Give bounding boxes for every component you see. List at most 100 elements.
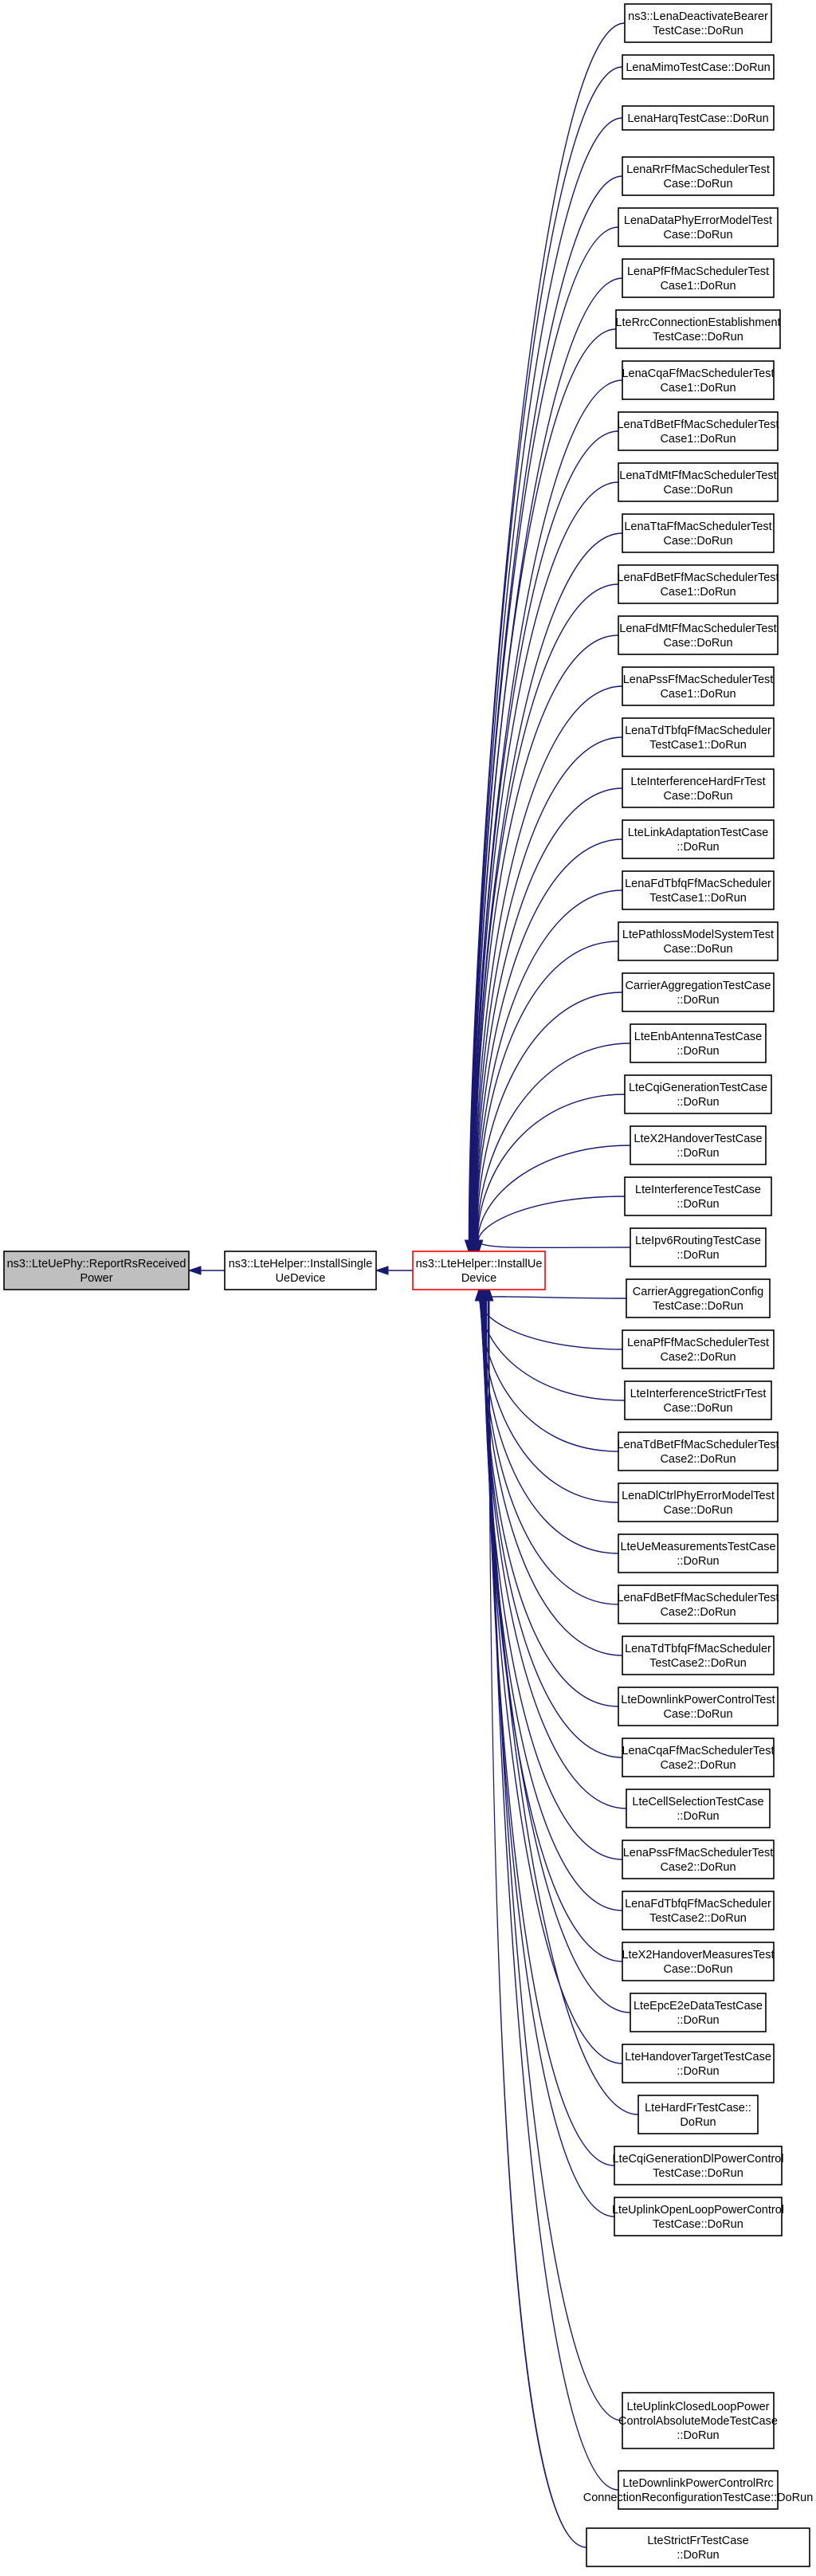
node-caller-42[interactable]: LteHardFrTestCase::DoRun xyxy=(638,2095,759,2134)
edge-caller-32 xyxy=(481,1299,619,1605)
node-caller-34-box xyxy=(618,1687,779,1726)
node-report-rs-received-power-box xyxy=(3,1251,190,1290)
node-caller-17[interactable]: LteLinkAdaptationTestCase::DoRun xyxy=(622,819,775,859)
node-caller-30-box xyxy=(618,1482,779,1522)
node-caller-41-label-line-1: LteHandoverTargetTestCase xyxy=(625,2051,771,2064)
edge-caller-43 xyxy=(485,1299,615,2166)
node-caller-45-label-line-1: LteUplinkClosedLoopPower xyxy=(627,2401,770,2413)
edge-caller-22 xyxy=(477,1094,626,1242)
node-caller-24[interactable]: LteInterferenceTestCase::DoRun xyxy=(624,1176,772,1216)
node-caller-45[interactable]: LteUplinkClosedLoopPowerControlAbsoluteM… xyxy=(618,2392,778,2449)
node-caller-36[interactable]: LteCellSelectionTestCase::DoRun xyxy=(626,1789,771,1828)
node-caller-25[interactable]: LteIpv6RoutingTestCase::DoRun xyxy=(630,1227,767,1267)
node-caller-32-label-line-1: LenaFdBetFfMacSchedulerTest xyxy=(617,1592,779,1604)
node-caller-23[interactable]: LteX2HandoverTestCase::DoRun xyxy=(630,1125,767,1165)
node-caller-46[interactable]: LteDownlinkPowerControlRrcConnectionReco… xyxy=(583,2470,814,2510)
node-caller-35-box xyxy=(622,1738,775,1777)
node-caller-7-label-line-2: TestCase::DoRun xyxy=(653,331,743,344)
edge-caller-27 xyxy=(479,1299,623,1350)
node-caller-24-box xyxy=(624,1176,772,1216)
node-caller-39-box xyxy=(622,1942,775,1981)
node-caller-11-label-line-1: LenaTtaFfMacSchedulerTest xyxy=(624,520,771,533)
node-caller-13-label-line-1: LenaFdMtFfMacSchedulerTest xyxy=(619,622,776,635)
node-caller-43[interactable]: LteCqiGenerationDlPowerControlTestCase::… xyxy=(612,2146,784,2185)
node-caller-3-box xyxy=(622,105,775,131)
node-caller-27-label-line-1: LenaPfFfMacSchedulerTest xyxy=(627,1337,769,1349)
arrow-middle-to-root xyxy=(187,1266,202,1275)
node-caller-15-label-line-2: TestCase1::DoRun xyxy=(649,739,747,752)
node-caller-9-label-line-2: Case1::DoRun xyxy=(660,433,736,446)
node-caller-26-label-line-2: TestCase::DoRun xyxy=(653,1300,743,1313)
node-caller-20[interactable]: CarrierAggregationTestCase::DoRun xyxy=(622,972,775,1012)
node-caller-35-label-line-2: Case2::DoRun xyxy=(660,1759,736,1772)
node-caller-33-box xyxy=(622,1636,775,1675)
node-caller-44[interactable]: LteUplinkOpenLoopPowerControlTestCase::D… xyxy=(612,2197,784,2236)
node-caller-19-label-line-1: LtePathlossModelSystemTest xyxy=(622,929,774,941)
node-caller-31-label-line-2: ::DoRun xyxy=(677,1555,719,1568)
node-caller-42-label-line-1: LteHardFrTestCase:: xyxy=(645,2102,751,2115)
node-caller-7[interactable]: LteRrcConnectionEstablishmentTestCase::D… xyxy=(615,309,781,349)
node-caller-31[interactable]: LteUeMeasurementsTestCase::DoRun xyxy=(618,1533,779,1573)
node-caller-16-box xyxy=(622,768,775,808)
node-caller-37-box xyxy=(622,1840,775,1879)
edge-caller-12 xyxy=(473,583,619,1242)
node-caller-35-label-line-1: LenaCqaFfMacSchedulerTest xyxy=(622,1745,774,1757)
node-caller-3[interactable]: LenaHarqTestCase::DoRun xyxy=(622,105,775,131)
node-caller-22[interactable]: LteCqiGenerationTestCase::DoRun xyxy=(624,1074,772,1114)
edge-layer xyxy=(187,22,639,2548)
node-caller-4-label-line-2: Case::DoRun xyxy=(663,178,732,190)
node-caller-29-label-line-2: Case2::DoRun xyxy=(660,1453,736,1466)
node-report-rs-received-power-label-line-1: ns3::LteUePhy::ReportRsReceived xyxy=(7,1258,186,1270)
arrow-caller-47 xyxy=(484,1287,494,1302)
edge-caller-17 xyxy=(474,838,623,1242)
node-caller-34-label-line-2: Case::DoRun xyxy=(663,1708,732,1721)
node-caller-9-label-line-1: LenaTdBetFfMacSchedulerTest xyxy=(617,418,779,431)
node-caller-47[interactable]: LteStrictFrTestCase::DoRun xyxy=(586,2527,810,2567)
node-caller-40[interactable]: LteEpcE2eDataTestCase::DoRun xyxy=(630,1993,767,2032)
node-caller-21-label-line-2: ::DoRun xyxy=(677,1045,719,1058)
node-caller-47-label-line-2: ::DoRun xyxy=(677,2549,719,2562)
node-caller-3-label-line-1: LenaHarqTestCase::DoRun xyxy=(627,112,768,125)
arrow-caller-25 xyxy=(474,1239,484,1254)
node-caller-46-label-line-1: LteDownlinkPowerControlRrc xyxy=(622,2477,773,2490)
node-caller-13-label-line-2: Case::DoRun xyxy=(663,637,732,650)
node-caller-41[interactable]: LteHandoverTargetTestCase::DoRun xyxy=(622,2044,775,2083)
node-caller-30-label-line-1: LenaDlCtrlPhyErrorModelTest xyxy=(622,1490,775,1502)
node-caller-23-label-line-2: ::DoRun xyxy=(677,1147,719,1160)
node-install-ue-device-box xyxy=(412,1251,546,1290)
node-caller-2[interactable]: LenaMimoTestCase::DoRun xyxy=(622,54,775,80)
node-caller-5-box xyxy=(618,207,779,247)
node-caller-21[interactable]: LteEnbAntennaTestCase::DoRun xyxy=(630,1023,767,1063)
node-caller-14-box xyxy=(622,666,775,706)
